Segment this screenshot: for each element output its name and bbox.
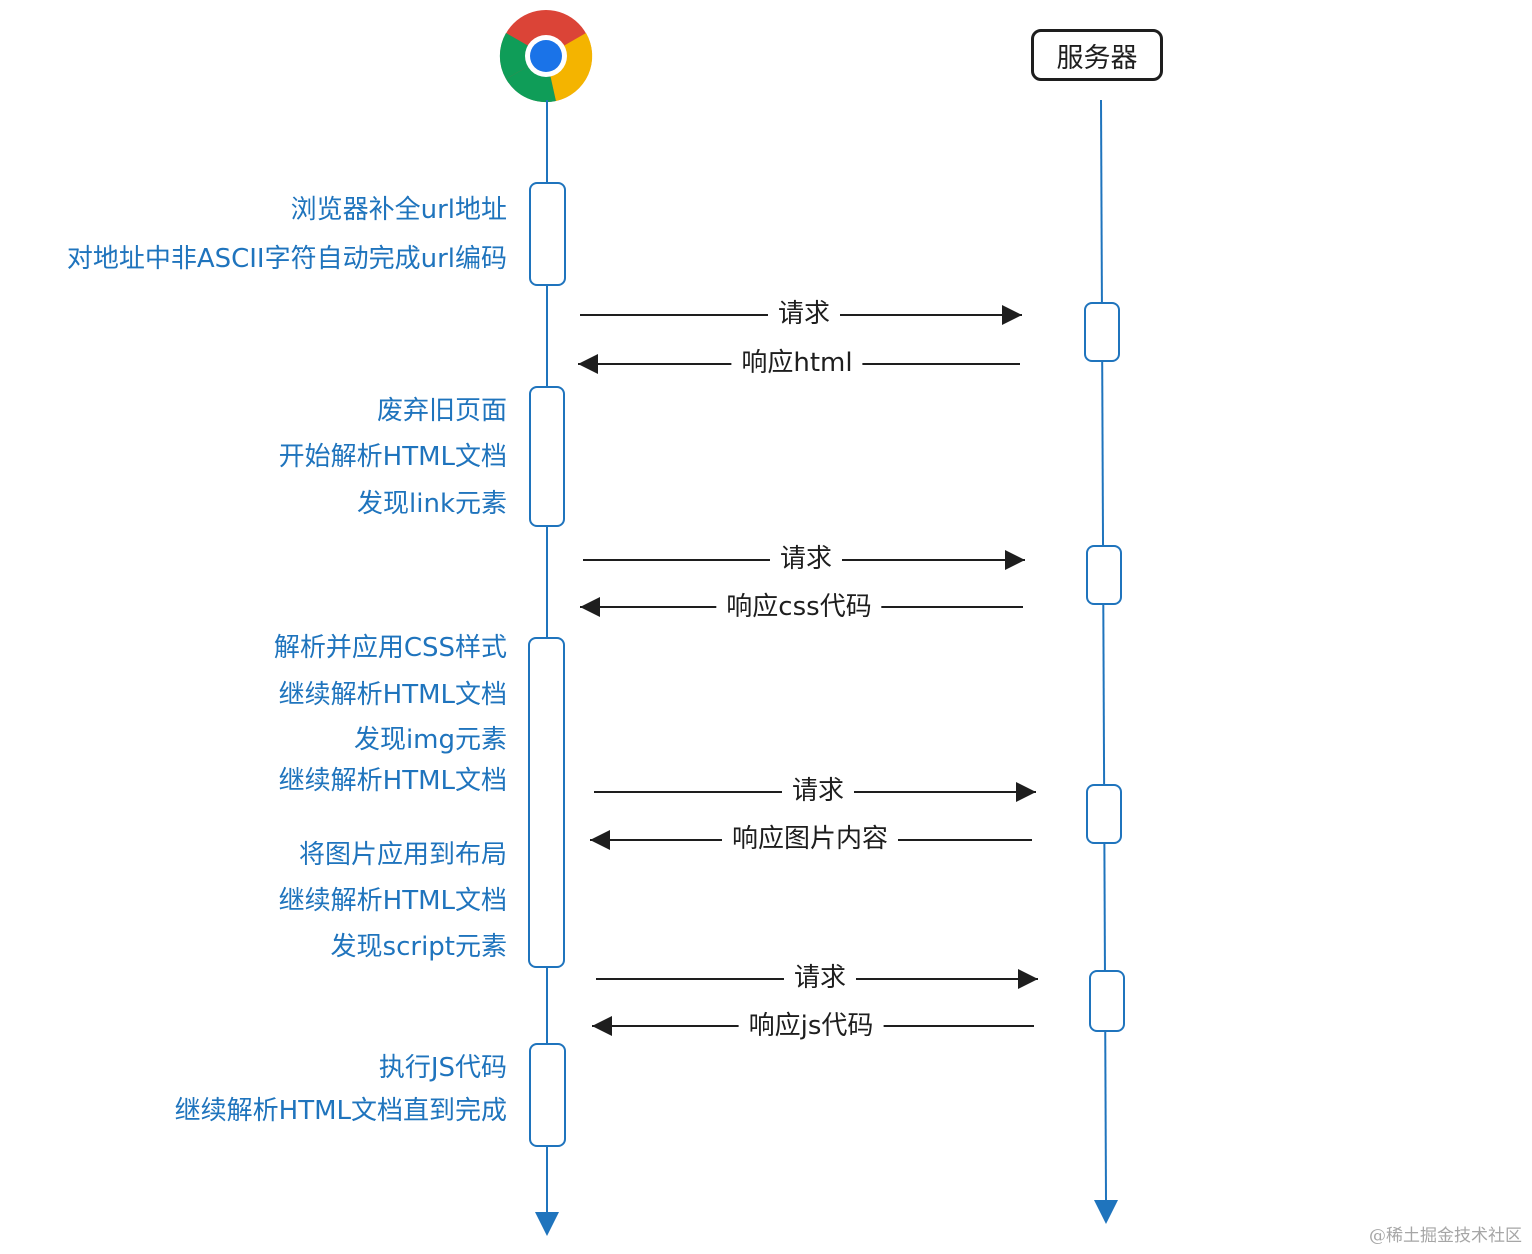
watermark: @稀土掘金技术社区 (1369, 1226, 1522, 1246)
message-label: 请求 (767, 301, 841, 327)
message-label: 响应html (731, 350, 863, 376)
message-label: 请求 (783, 965, 857, 991)
server-lifeline-arrow (1094, 1200, 1118, 1224)
browser-note: 发现img元素 (353, 725, 507, 755)
server-activation-3 (1086, 784, 1122, 844)
message-label: 请求 (769, 546, 843, 572)
server-activation-4 (1089, 970, 1125, 1032)
browser-activation-2 (529, 386, 565, 527)
message-label: 响应js代码 (738, 1013, 884, 1039)
browser-note: 解析并应用CSS样式 (273, 633, 507, 663)
browser-note: 发现link元素 (357, 489, 507, 519)
browser-note: 继续解析HTML文档直到完成 (174, 1096, 507, 1126)
server-activation-2 (1086, 545, 1122, 605)
server-label: 服务器 (1056, 42, 1138, 74)
browser-activation-1 (529, 182, 566, 286)
message-label: 响应css代码 (716, 594, 882, 620)
browser-activation-3 (528, 637, 565, 968)
browser-lifeline-arrow (535, 1212, 559, 1236)
browser-note: 继续解析HTML文档 (278, 766, 507, 796)
browser-note: 开始解析HTML文档 (278, 442, 507, 472)
chrome-icon (499, 10, 593, 103)
server-participant: 服务器 (1031, 29, 1163, 81)
browser-note: 将图片应用到布局 (298, 840, 507, 870)
browser-note: 废弃旧页面 (376, 396, 507, 426)
browser-note: 对地址中非ASCII字符自动完成url编码 (66, 244, 507, 274)
browser-note: 继续解析HTML文档 (278, 886, 507, 916)
server-lifeline (1100, 99, 1107, 1201)
server-activation-1 (1084, 302, 1120, 362)
message-label: 请求 (781, 778, 855, 804)
browser-activation-4 (529, 1043, 566, 1147)
message-label: 响应图片内容 (721, 826, 899, 852)
browser-note: 继续解析HTML文档 (278, 680, 507, 710)
browser-note: 浏览器补全url地址 (290, 195, 507, 225)
browser-note: 执行JS代码 (378, 1053, 507, 1083)
browser-note: 发现script元素 (330, 932, 507, 962)
